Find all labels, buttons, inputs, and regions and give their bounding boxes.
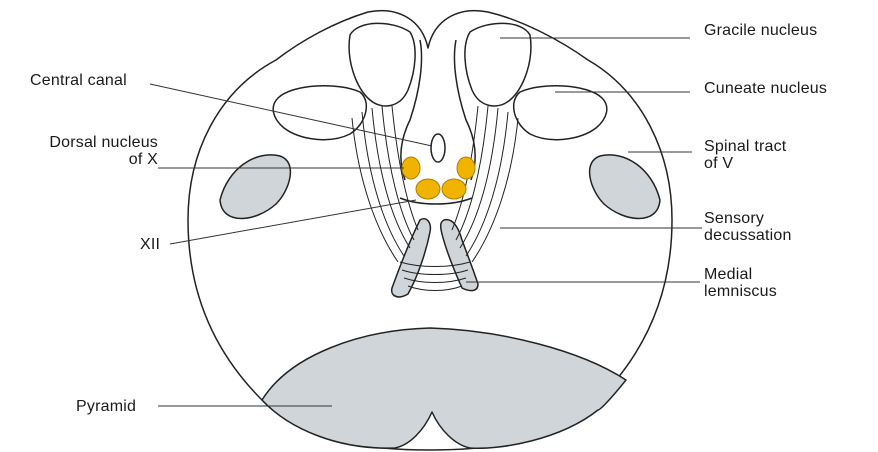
medial-lemniscus-left [392,219,431,297]
label-dorsal-x-line2: of X [8,151,158,168]
label-sensory-line1: Sensory [704,210,792,227]
cuneate-nucleus-left [273,86,366,140]
spinal-tract-v-left [220,155,290,219]
leader-central-canal [150,84,432,146]
label-medial-line2: lemniscus [704,283,777,300]
label-sensory-decussation: Sensory decussation [704,210,792,244]
dorsal-nucleus-x-right [457,157,475,179]
gracile-nucleus-left [349,23,415,106]
label-xii: XII [140,236,160,253]
xii-nucleus-right [442,179,466,199]
label-dorsal-x-line1: Dorsal nucleus [8,134,158,151]
label-medial-line1: Medial [704,266,777,283]
gracile-nucleus-right [465,23,531,106]
label-spinal-v-line2: of V [704,155,786,172]
cuneate-nucleus-right [514,86,607,140]
label-spinal-v-line1: Spinal tract [704,138,786,155]
orange-nuclei [402,157,475,199]
central-canal [431,134,445,162]
leader-xii [170,200,416,244]
label-sensory-line2: decussation [704,227,792,244]
label-central-canal: Central canal [30,72,127,89]
label-medial-lemniscus: Medial lemniscus [704,266,777,300]
label-gracile-nucleus: Gracile nucleus [704,22,817,39]
label-spinal-tract-v: Spinal tract of V [704,138,786,172]
label-pyramid: Pyramid [76,398,136,415]
label-dorsal-nucleus-x: Dorsal nucleus of X [8,134,158,168]
label-cuneate-nucleus: Cuneate nucleus [704,80,827,97]
xii-nucleus-left [416,179,440,199]
dorsal-nucleus-x-left [402,157,420,179]
spinal-tract-v-right [590,155,660,219]
pyramid-region [262,328,626,448]
